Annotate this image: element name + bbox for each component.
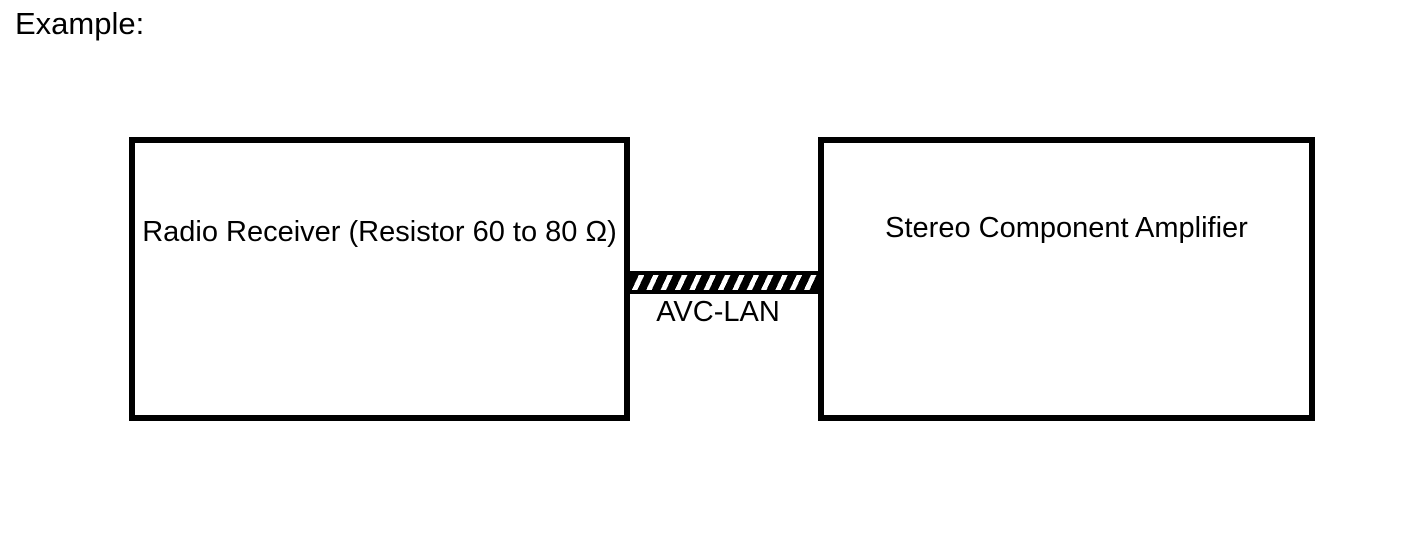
block-radio-receiver-label: Radio Receiver (Resistor 60 to 80 Ω) bbox=[142, 216, 617, 248]
avc-lan-hatched-band bbox=[630, 271, 818, 294]
example-heading: Example: bbox=[15, 6, 145, 41]
block-radio-receiver: Radio Receiver (Resistor 60 to 80 Ω) bbox=[129, 137, 630, 421]
block-stereo-component-amplifier: Stereo Component Amplifier bbox=[818, 137, 1315, 421]
avc-lan-connector-label: AVC-LAN bbox=[656, 296, 780, 328]
block-stereo-component-amplifier-label: Stereo Component Amplifier bbox=[885, 212, 1248, 244]
